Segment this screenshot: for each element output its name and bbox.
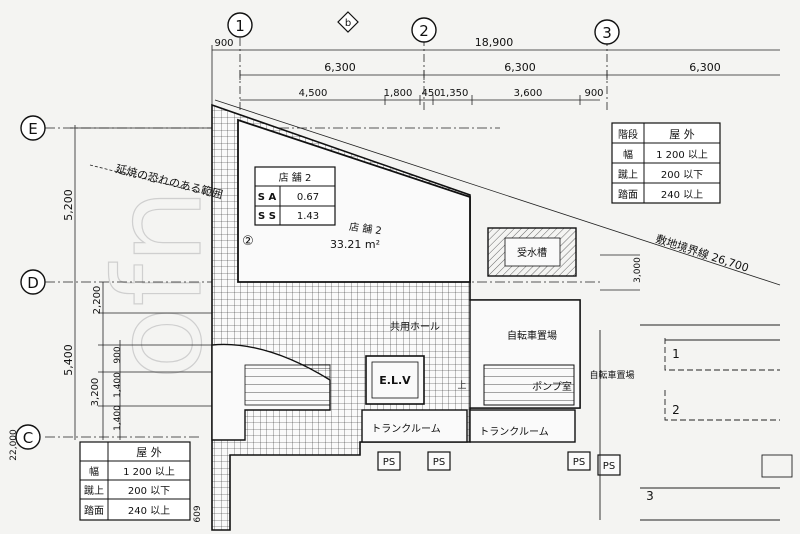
dim-span-1: 6,300	[324, 61, 356, 74]
right-table-h2: 屋 外	[669, 128, 695, 141]
room-labels: 受水槽 共用ホール 自転車置場 自転車置場 E.L.V ポンプ室 トランクルーム…	[371, 246, 634, 472]
dim-sub-5: 3,600	[514, 88, 543, 99]
right-table-r3v: 240 以上	[661, 189, 703, 201]
shop-number: ②	[242, 234, 254, 249]
room-bike-parking-2: 自転車置場	[589, 369, 634, 381]
dim-span-3: 6,300	[689, 61, 721, 74]
parking-slot-2: 2	[672, 403, 680, 417]
dim-left-bottom: 22,000	[9, 429, 19, 461]
stair-table-left: 屋 外 幅 1 200 以上 蹴上 200 以下 踏面 240 以上	[79, 441, 191, 521]
dim-sub-6: 900	[584, 88, 603, 99]
dim-top-left: 900	[214, 38, 233, 49]
dim-side-small: 3,000	[633, 257, 643, 283]
left-table-r3v: 240 以上	[128, 505, 170, 517]
parking-labels: 1 2 3	[646, 347, 680, 503]
stair-up-mark: 上	[457, 380, 466, 391]
svg-text:ofn: ofn	[90, 188, 229, 380]
left-table-h2: 屋 外	[136, 446, 162, 459]
grid-label-col-2: 2	[419, 22, 429, 40]
room-trunk-2: トランクルーム	[479, 426, 548, 438]
right-table-r2v: 200 以下	[661, 170, 703, 181]
dim-v-2: 2,200	[92, 286, 103, 315]
right-table-r3k: 踏面	[618, 188, 638, 201]
stair-table-right: 階段 屋 外 幅 1 200 以上 蹴上 200 以下 踏面 240 以上	[611, 122, 721, 204]
shop-table-val-sa: 0.67	[297, 192, 319, 203]
dim-sub-3: 450	[421, 88, 440, 99]
dim-v-4: 900	[113, 346, 123, 363]
grid-lines	[45, 38, 781, 440]
dimension-labels: 900 18,900 6,300 6,300 6,300 4,500 1,800…	[9, 36, 721, 523]
grid-label-row-d: D	[27, 274, 39, 292]
grid-label-row-c: C	[23, 429, 33, 447]
shop-table-key-sa: S A	[258, 192, 277, 203]
room-water-tank: 受水槽	[517, 246, 547, 259]
left-table-r2k: 蹴上	[84, 484, 104, 497]
parking-area	[599, 324, 793, 521]
watermark: ofn	[89, 188, 229, 381]
right-table-h1: 階段	[618, 128, 638, 141]
dim-v-7: 1,400	[113, 405, 123, 431]
dim-bottom-edge: 609	[193, 505, 203, 522]
grid-label-row-e: E	[28, 120, 37, 138]
dim-span-2: 6,300	[504, 61, 536, 74]
grid-label-sub: b	[345, 18, 351, 29]
dim-sub-2: 1,800	[384, 88, 413, 99]
room-elevator: E.L.V	[379, 374, 411, 387]
room-pump: ポンプ室	[532, 380, 572, 393]
room-trunk-1: トランクルーム	[371, 423, 440, 435]
grid-label-col-1: 1	[235, 17, 245, 35]
parking-slot-3: 3	[646, 489, 654, 503]
right-table-r1v: 1 200 以上	[656, 149, 708, 161]
left-table-r3k: 踏面	[84, 504, 104, 517]
shop-area: 33.21 m²	[330, 238, 380, 251]
room-ps-4: PS	[603, 461, 615, 472]
parking-slot-1: 1	[672, 347, 680, 361]
shop-table-title: 店 舗 2	[279, 171, 312, 184]
dim-v-1: 5,200	[62, 189, 75, 221]
dim-v-6: 3,200	[90, 378, 101, 407]
right-table-r2k: 蹴上	[618, 168, 638, 181]
dim-total: 18,900	[475, 36, 514, 49]
room-common-hall: 共用ホール	[390, 321, 440, 333]
dim-v-5: 1,400	[113, 372, 123, 398]
shop-table-key-ss: S S	[258, 211, 276, 222]
shop-table: 店 舗 2 S A 0.67 S S 1.43	[254, 166, 336, 226]
grid-label-col-3: 3	[602, 24, 612, 42]
left-table-r1v: 1 200 以上	[123, 466, 175, 478]
site-boundary-label: 敷地境界線 26,700	[654, 232, 751, 275]
room-ps-2: PS	[433, 457, 445, 468]
room-ps-3: PS	[573, 457, 585, 468]
left-table-r2v: 200 以下	[128, 486, 170, 497]
room-bike-parking: 自転車置場	[507, 329, 557, 342]
dim-v-3: 5,400	[62, 344, 75, 376]
room-ps-1: PS	[383, 457, 395, 468]
right-table-r1k: 幅	[623, 148, 633, 161]
shop-table-val-ss: 1.43	[297, 211, 319, 222]
dim-sub-4: 1,350	[440, 88, 469, 99]
left-table-r1k: 幅	[89, 465, 99, 478]
dim-sub-1: 4,500	[299, 88, 328, 99]
grid-axis-labels: 1 2 3 b E D C	[15, 11, 620, 450]
